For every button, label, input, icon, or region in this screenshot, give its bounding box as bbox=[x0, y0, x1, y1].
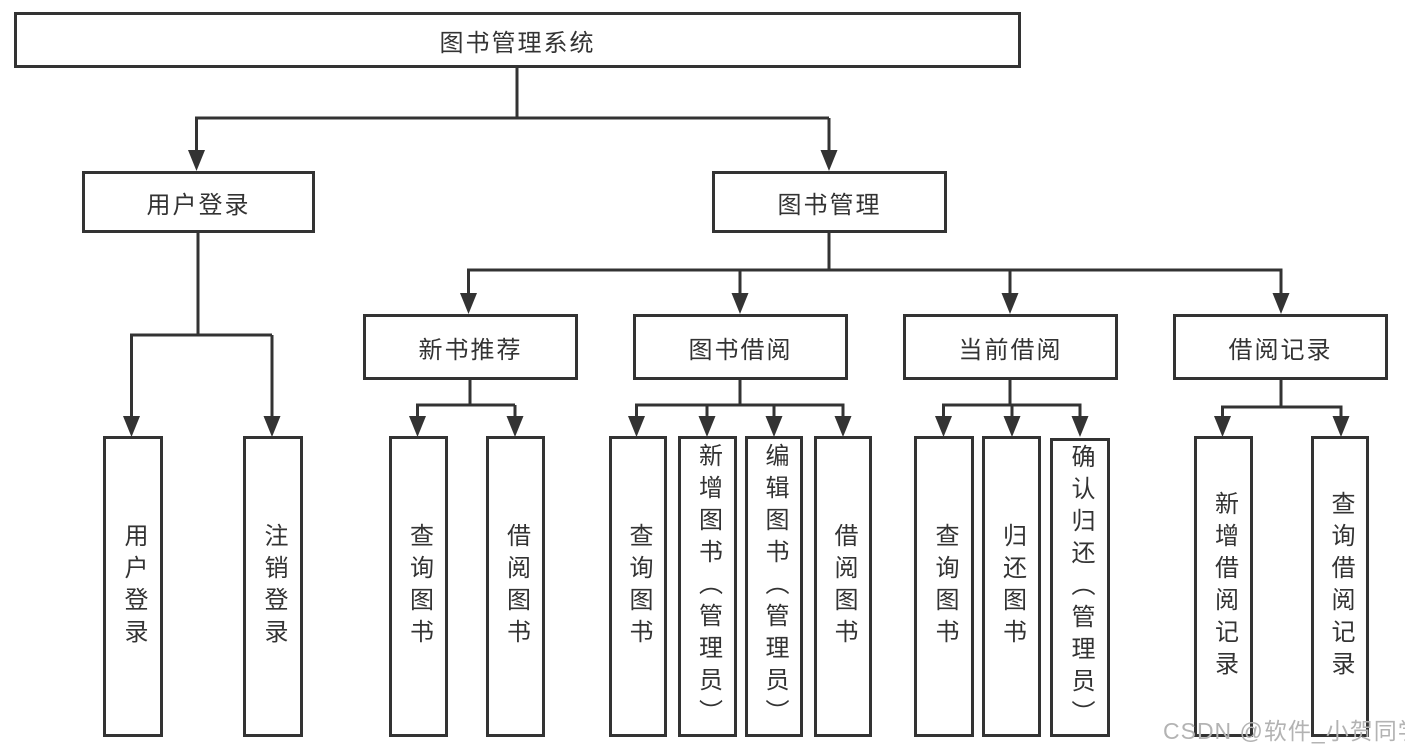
leaf-logout: 注销登录 bbox=[243, 436, 303, 737]
node-library-management-system: 图书管理系统 bbox=[14, 12, 1021, 68]
leaf-borrow-book-recommend: 借阅图书 bbox=[486, 436, 545, 737]
node-label: 新增图书（管理员） bbox=[694, 442, 722, 731]
node-book-borrowing: 图书借阅 bbox=[633, 314, 848, 380]
node-label: 借阅图书 bbox=[502, 522, 530, 651]
node-user-login: 用户登录 bbox=[82, 171, 315, 233]
node-label: 借阅记录 bbox=[1228, 336, 1333, 364]
leaf-confirm-return-admin: 确认归还（管理员） bbox=[1050, 438, 1110, 737]
node-label: 图书管理系统 bbox=[439, 29, 596, 57]
node-current-borrowing: 当前借阅 bbox=[903, 314, 1118, 380]
leaf-add-book-admin: 新增图书（管理员） bbox=[678, 436, 737, 737]
leaf-query-book-current: 查询图书 bbox=[914, 436, 974, 737]
node-label: 新增借阅记录 bbox=[1210, 490, 1238, 683]
node-label: 编辑图书（管理员） bbox=[761, 442, 788, 731]
node-label: 图书借阅 bbox=[688, 336, 793, 364]
node-new-book-recommend: 新书推荐 bbox=[363, 314, 578, 380]
node-label: 用户登录 bbox=[120, 522, 147, 651]
leaf-return-book: 归还图书 bbox=[982, 436, 1041, 737]
leaf-add-borrow-record: 新增借阅记录 bbox=[1194, 436, 1253, 737]
node-label: 借阅图书 bbox=[830, 522, 857, 651]
leaf-edit-book-admin: 编辑图书（管理员） bbox=[745, 436, 803, 737]
node-label: 图书管理 bbox=[777, 191, 882, 219]
node-book-management: 图书管理 bbox=[712, 171, 947, 233]
leaf-query-book-borrowing: 查询图书 bbox=[609, 436, 667, 737]
node-label: 归还图书 bbox=[998, 522, 1026, 651]
csdn-watermark: CSDN @软件_小贺同学 bbox=[1163, 718, 1405, 744]
leaf-query-book-recommend: 查询图书 bbox=[389, 436, 448, 737]
node-label: 注销登录 bbox=[260, 522, 287, 651]
node-label: 用户登录 bbox=[146, 191, 251, 219]
node-label: 查询借阅记录 bbox=[1327, 490, 1354, 683]
leaf-user-login: 用户登录 bbox=[103, 436, 163, 737]
node-label: 新书推荐 bbox=[418, 336, 523, 364]
node-label: 查询图书 bbox=[405, 522, 433, 651]
node-label: 查询图书 bbox=[931, 522, 958, 651]
node-label: 当前借阅 bbox=[958, 336, 1063, 364]
leaf-query-borrow-record: 查询借阅记录 bbox=[1311, 436, 1369, 737]
leaf-borrow-book-borrowing: 借阅图书 bbox=[814, 436, 872, 737]
node-label: 确认归还（管理员） bbox=[1067, 443, 1094, 732]
node-borrowing-records: 借阅记录 bbox=[1173, 314, 1388, 380]
node-label: 查询图书 bbox=[625, 522, 652, 651]
